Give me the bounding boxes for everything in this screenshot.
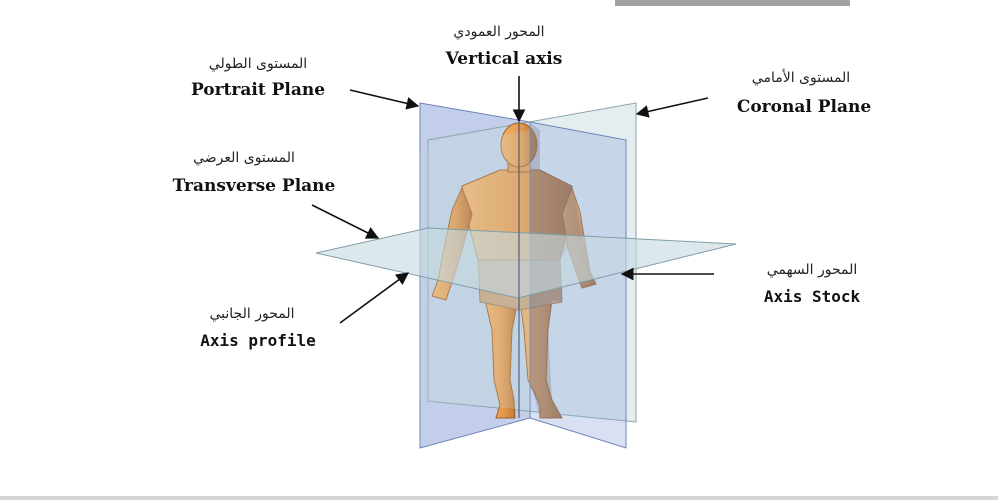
portrait-plane-arrow	[350, 90, 418, 106]
axis-stock-label-en: Axis Stock	[764, 287, 861, 306]
portrait-plane-label-en: Portrait Plane	[191, 80, 325, 100]
axis-profile-label-en: Axis profile	[200, 331, 316, 350]
axis-profile-arrow	[340, 273, 408, 323]
axis-stock-label-ar: المحور السهمي	[767, 262, 858, 278]
coronal-plane-label-en: Coronal Plane	[737, 97, 872, 117]
transverse-plane-arrow	[312, 205, 378, 238]
bottom-border	[0, 496, 998, 500]
vertical-axis-label-ar: المحور العمودي	[453, 24, 544, 40]
cropped-top-text	[615, 0, 850, 6]
coronal-plane-arrow	[637, 98, 708, 114]
coronal-plane-label-ar: المستوى الأمامي	[752, 68, 850, 86]
transverse-plane	[316, 228, 736, 298]
axis-profile-label-ar: المحور الجانبي	[210, 306, 295, 322]
portrait-plane-label-ar: المستوى الطولي	[209, 56, 307, 72]
vertical-axis-label-en: Vertical axis	[445, 49, 563, 69]
transverse-plane-label-ar: المستوى العرضي	[193, 150, 295, 166]
transverse-plane-label-en: Transverse Plane	[173, 176, 336, 196]
